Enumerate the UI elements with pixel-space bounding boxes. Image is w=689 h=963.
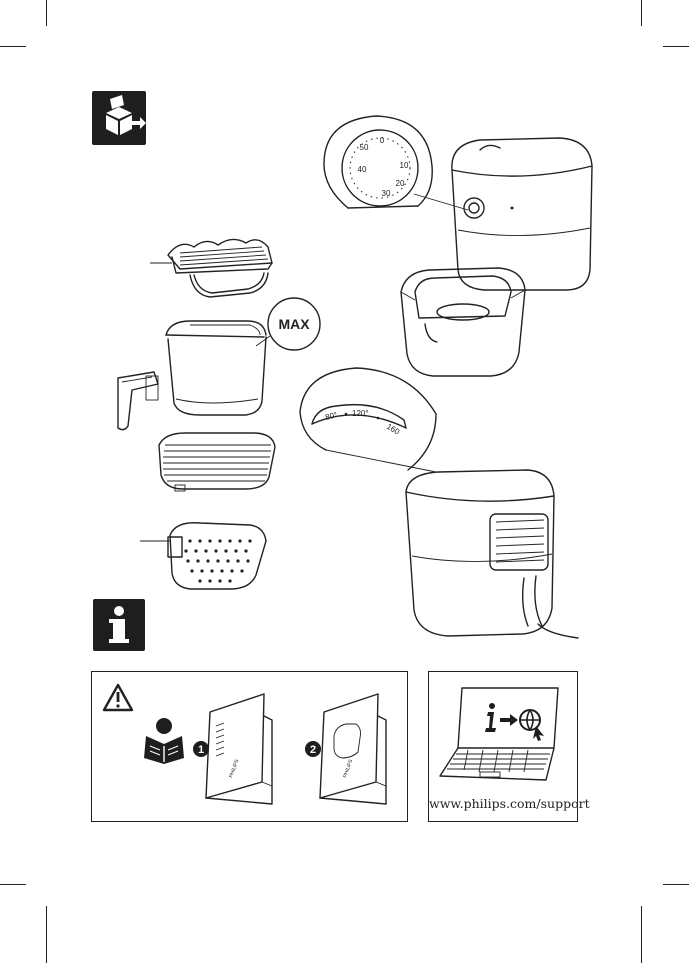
temperature-dial-callout: 80° 120° 160 xyxy=(299,367,437,473)
inner-basket-illustration xyxy=(165,320,267,416)
grill-rack-illustration xyxy=(150,238,273,298)
user-manual-booklet: PHILIPS xyxy=(205,693,273,805)
booklet-1-number: 1 xyxy=(198,744,204,756)
manuals-warning-panel: 1 PHILIPS 2 PHILIPS xyxy=(91,671,408,822)
booklet-1-brand: PHILIPS xyxy=(228,758,240,779)
crop-mark-bottom-left-v xyxy=(46,906,47,963)
crop-mark-bottom-left-h xyxy=(0,884,26,885)
timer-label-50: 50 xyxy=(360,143,369,152)
crop-mark-top-right-h xyxy=(663,46,689,47)
information-icon xyxy=(93,599,145,651)
warning-triangle-icon xyxy=(102,683,134,712)
crop-mark-top-left-v xyxy=(46,0,47,26)
basket-handle-illustration xyxy=(117,371,159,431)
temp-label-80: 80° xyxy=(324,410,338,422)
airfryer-pan-illustration xyxy=(400,267,526,377)
timer-label-40: 40 xyxy=(358,165,367,174)
crop-mark-bottom-right-v xyxy=(641,906,642,963)
crop-mark-top-right-v xyxy=(641,0,642,26)
quick-start-booklet: PHILIPS xyxy=(319,693,387,805)
support-url[interactable]: www.philips.com/support xyxy=(429,796,590,811)
booklet-2-number: 2 xyxy=(310,744,316,756)
airfryer-bottom-illustration xyxy=(405,469,579,639)
temp-label-120: 120° xyxy=(352,409,369,418)
timer-label-20: 20 xyxy=(396,179,405,188)
crop-mark-top-left-h xyxy=(0,46,26,47)
airfryer-top-illustration xyxy=(451,137,593,291)
booklet-2-badge: 2 xyxy=(305,741,321,757)
max-label: MAX xyxy=(278,316,310,332)
perforated-tray-illustration xyxy=(140,522,267,590)
unpack-box-icon xyxy=(92,91,146,145)
person-reading-icon xyxy=(144,718,184,764)
timer-label-0: 0 xyxy=(380,136,385,145)
timer-dial-callout: 0 10 20 30 40 50 xyxy=(323,115,469,211)
mesh-tray-illustration xyxy=(158,432,276,492)
booklet-1-badge: 1 xyxy=(193,741,209,757)
timer-label-10: 10 xyxy=(400,161,409,170)
booklet-2-brand: PHILIPS xyxy=(342,758,354,779)
crop-mark-bottom-right-h xyxy=(663,884,689,885)
laptop-info-globe-icon xyxy=(439,687,559,781)
max-callout: MAX xyxy=(255,297,321,351)
support-panel: www.philips.com/support xyxy=(428,671,590,822)
timer-label-30: 30 xyxy=(382,189,391,198)
